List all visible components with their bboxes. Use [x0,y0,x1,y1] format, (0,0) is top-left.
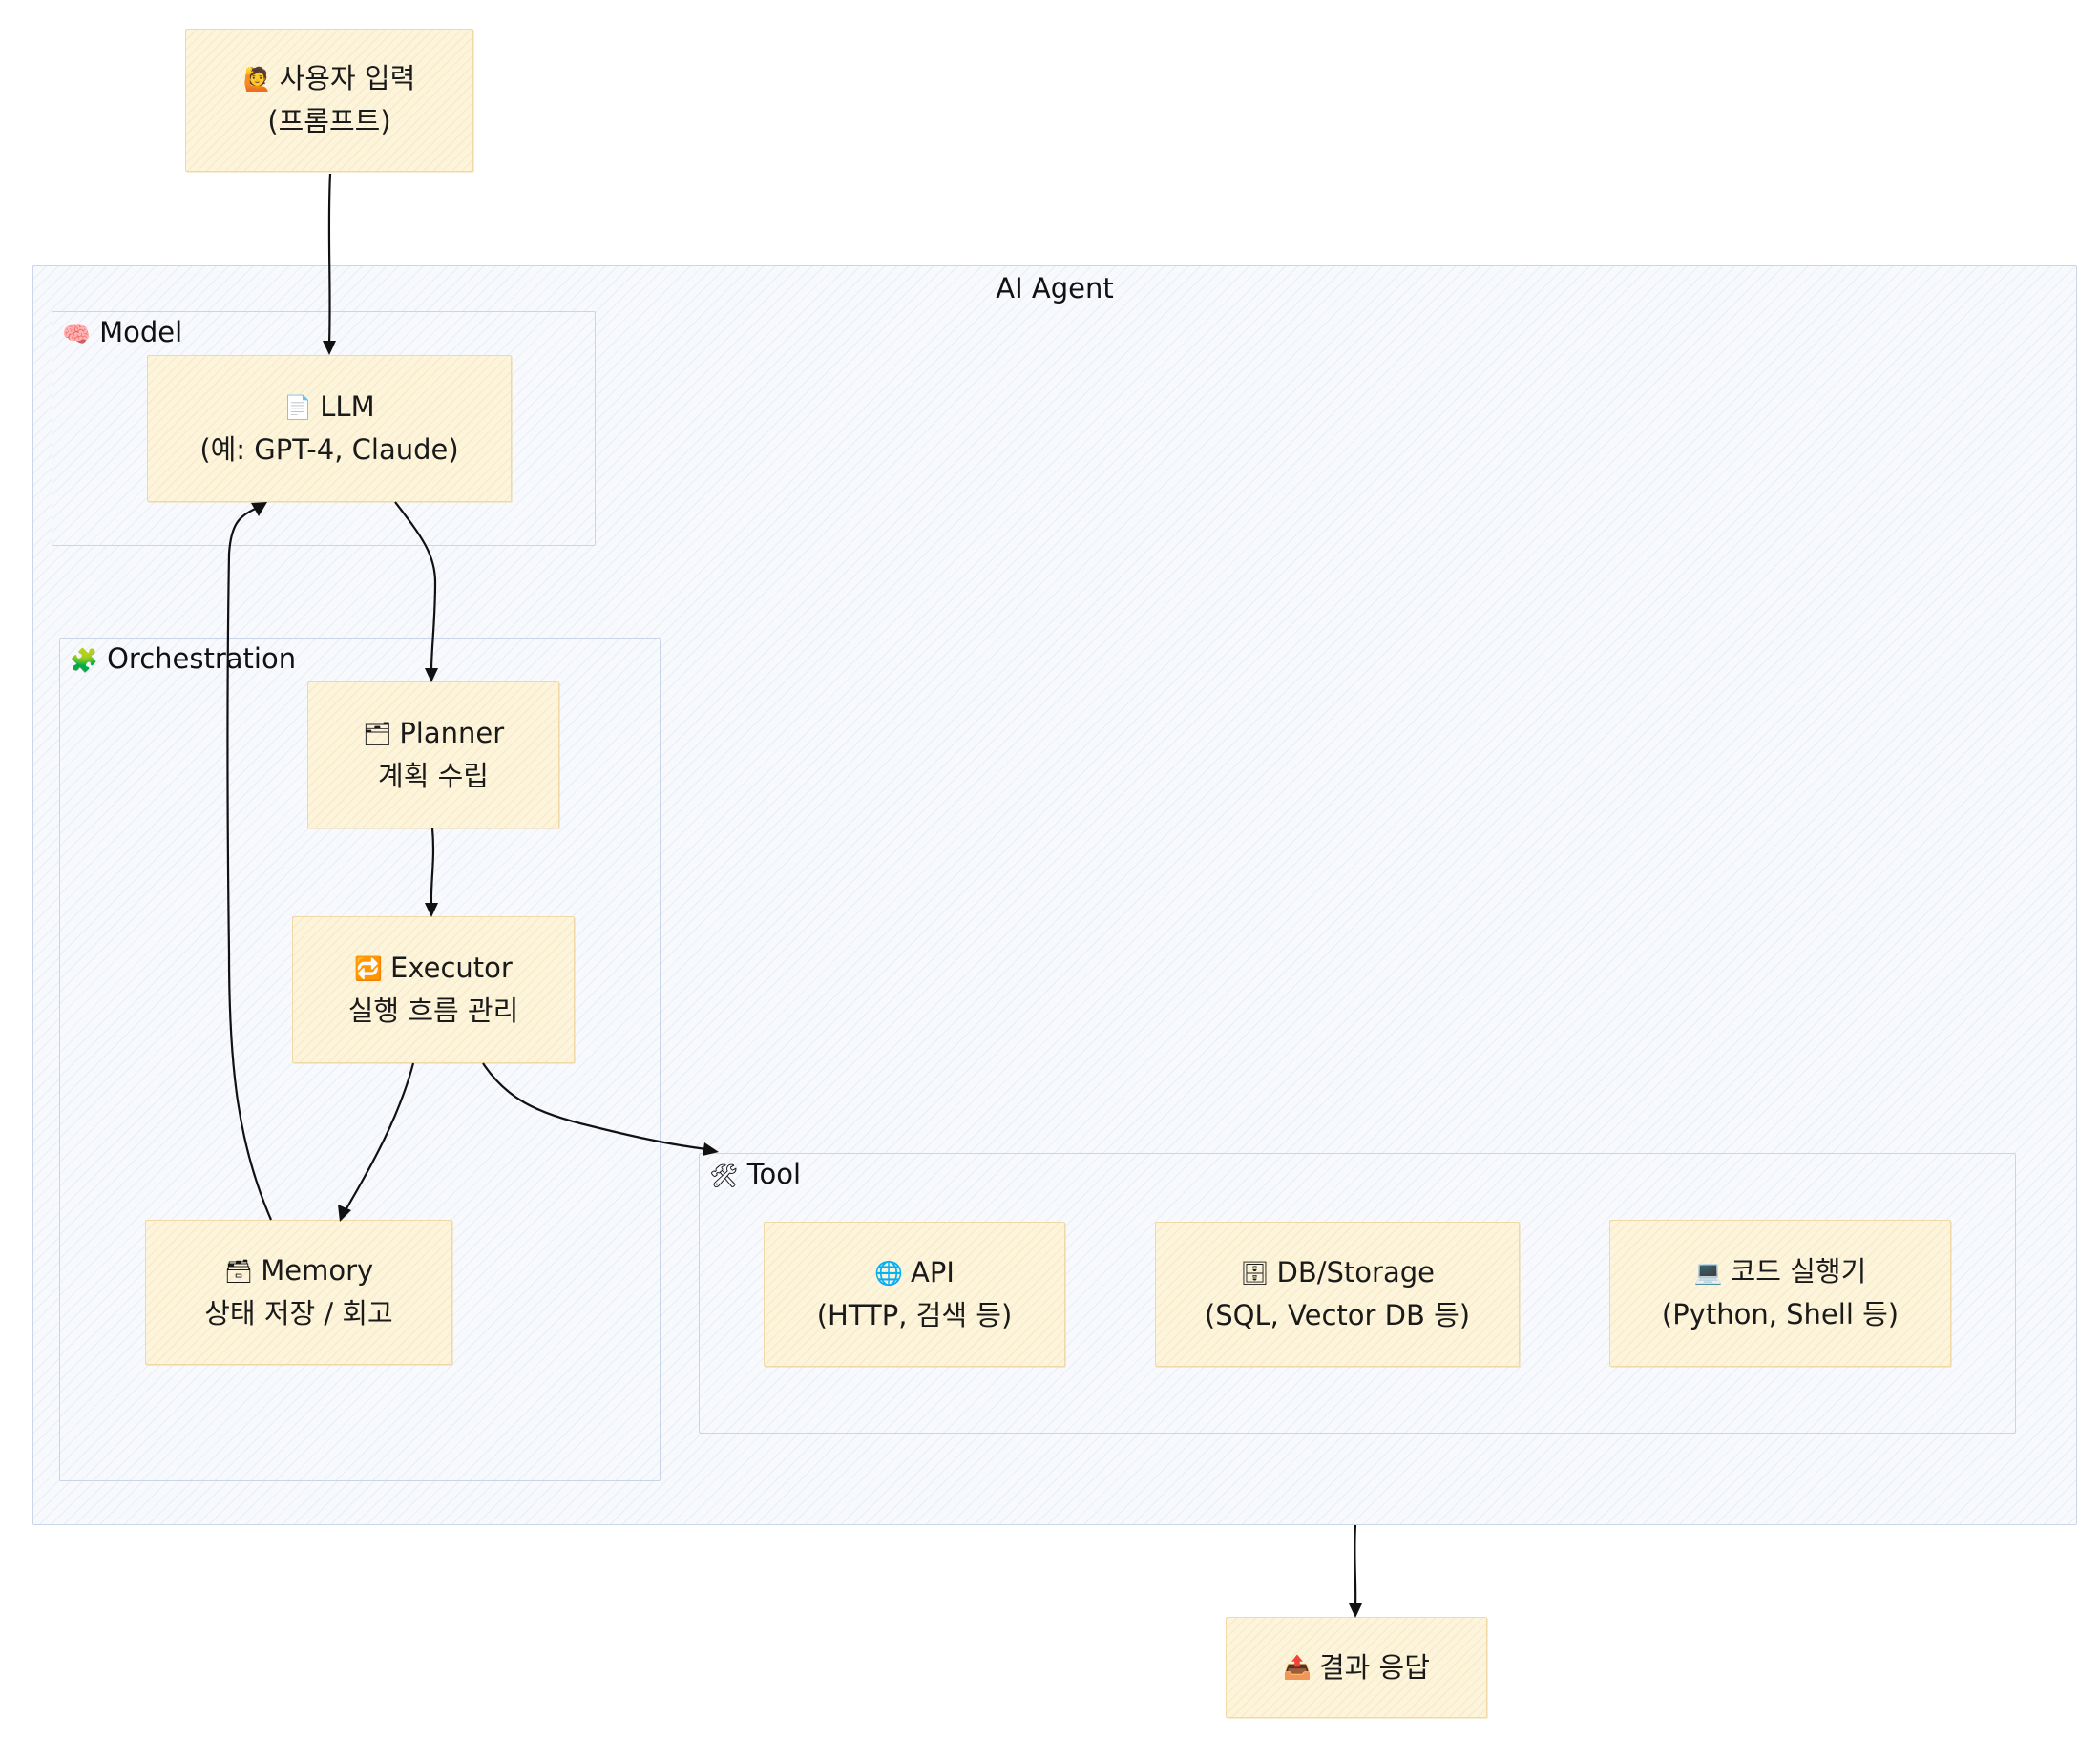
planner-sub: 계획 수립 [378,760,489,792]
loop-icon: 🔁 [354,954,384,982]
outbox-icon: 📤 [1283,1654,1312,1681]
result-label: 결과 응답 [1318,1650,1430,1684]
edge-llm-to-planner [394,501,437,671]
tool-title: 🛠 Tool [709,1158,802,1190]
code-sub: (Python, Shell 등) [1661,1298,1900,1330]
arrowhead-llm-top [323,341,336,355]
person-icon: 🙋 [242,65,272,93]
globe-icon: 🌐 [874,1259,903,1287]
user-input-label: 사용자 입력 [279,62,416,95]
brain-icon: 🧠 [62,321,91,347]
cabinet-icon: 🗄 [1240,1259,1270,1287]
laptop-icon: 💻 [1693,1258,1723,1286]
edge-executor-to-tool [482,1062,707,1151]
storage-box-icon: 🗃 [223,1257,254,1285]
edge-planner-to-executor [430,828,435,906]
model-title: 🧠 Model [62,316,183,348]
api-label: API [911,1256,955,1289]
db-sub: (SQL, Vector DB 등) [1204,1299,1471,1331]
orchestration-title: 🧩 Orchestration [70,642,297,675]
user-input-node: 🙋사용자 입력 (프롬프트) [185,29,473,172]
executor-node: 🔁Executor 실행 흐름 관리 [292,916,575,1063]
edge-agent-to-result [1354,1524,1357,1606]
memory-label: Memory [261,1254,374,1288]
planner-node: 🗂 Planner 계획 수립 [307,681,559,828]
arrowhead-result-top [1349,1603,1362,1618]
code-runner-node: 💻코드 실행기 (Python, Shell 등) [1609,1220,1951,1367]
arrowhead-executor-top [425,903,438,917]
api-sub: (HTTP, 검색 등) [816,1299,1013,1331]
planner-label: Planner [399,717,505,750]
executor-label: Executor [390,952,513,985]
arrowhead-memory-top [338,1205,351,1222]
api-node: 🌐 API (HTTP, 검색 등) [764,1222,1065,1367]
result-node: 📤결과 응답 [1226,1617,1487,1718]
folders-icon: 🗂 [362,720,392,747]
edge-memory-to-llm [226,506,273,1221]
llm-label: LLM [320,390,375,424]
llm-sub: (예: GPT-4, Claude) [200,433,459,466]
memory-node: 🗃Memory 상태 저장 / 회고 [145,1220,452,1365]
tools-icon: 🛠 [709,1163,739,1189]
user-input-sub: (프롬프트) [267,105,391,137]
ai-agent-title: AI Agent [996,272,1114,304]
arrowhead-tool [703,1142,719,1156]
arrowhead-llm-bottom [251,502,267,516]
db-label: DB/Storage [1276,1256,1435,1289]
puzzle-icon: 🧩 [70,647,98,674]
db-storage-node: 🗄DB/Storage (SQL, Vector DB 등) [1155,1222,1520,1367]
edge-executor-to-memory [345,1062,415,1211]
document-icon: 📄 [284,393,313,421]
code-label: 코드 실행기 [1730,1255,1867,1289]
arrowhead-planner-top [425,668,438,682]
executor-sub: 실행 흐름 관리 [347,995,519,1027]
memory-sub: 상태 저장 / 회고 [204,1297,393,1330]
llm-node: 📄LLM (예: GPT-4, Claude) [147,355,512,502]
edge-input-to-llm [327,173,332,345]
